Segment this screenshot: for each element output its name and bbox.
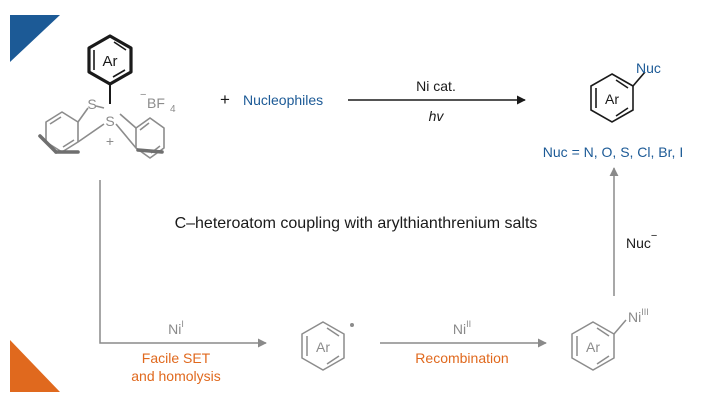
- ni-iii-label: NiIII: [628, 307, 649, 325]
- ni-i-label: NiI: [168, 319, 184, 337]
- s-plus-charge: +: [106, 133, 114, 149]
- ni-ii-label: NiII: [453, 319, 471, 337]
- headline: C–heteroatom coupling with arylthianthre…: [175, 215, 538, 232]
- nucleophiles-label: Nucleophiles: [243, 92, 323, 108]
- ni-ii-sup: II: [466, 319, 471, 329]
- nucleophile-list: Nuc = N, O, S, Cl, Br, I: [543, 144, 683, 160]
- step1-line1: Facile SET: [142, 350, 211, 366]
- product-ar-label: Ar: [605, 91, 619, 107]
- radical-dot: [350, 323, 354, 327]
- s-atom-top: S: [87, 96, 96, 112]
- bf4-subscript: 4: [170, 104, 176, 115]
- step1-line2: and homolysis: [131, 368, 221, 384]
- bf4-label: BF: [147, 95, 165, 111]
- plus-sign: +: [220, 90, 230, 109]
- product-structure: Ar Nuc: [590, 60, 661, 123]
- step2-label: Recombination: [415, 350, 508, 366]
- radical-ar-label: Ar: [316, 339, 330, 355]
- mechanism-arrow-1: [99, 180, 267, 348]
- ar-label: Ar: [103, 53, 118, 70]
- bf4-counterion: − BF 4: [140, 89, 176, 115]
- aryl-radical: Ar: [301, 321, 354, 371]
- catalyst-label: Ni cat.: [416, 78, 456, 94]
- product-nuc-label: Nuc: [636, 60, 661, 76]
- aryl-nickel-iii: Ar NiIII: [571, 307, 649, 371]
- corner-triangle-blue: [10, 15, 60, 62]
- ni-aryl-ar-label: Ar: [586, 339, 600, 355]
- bf4-minus: −: [140, 89, 146, 101]
- nuc-anion-label: Nuc−: [626, 230, 657, 251]
- light-label: hv: [429, 108, 445, 124]
- arylthianthrenium-salt: Ar S S + −: [38, 34, 176, 159]
- corner-triangle-orange: [10, 340, 60, 392]
- nuc-anion-charge: −: [651, 230, 657, 242]
- ni-i-sup: I: [181, 319, 184, 329]
- ni-iii-sup: III: [641, 307, 649, 317]
- s-atom-bottom: S: [105, 113, 114, 129]
